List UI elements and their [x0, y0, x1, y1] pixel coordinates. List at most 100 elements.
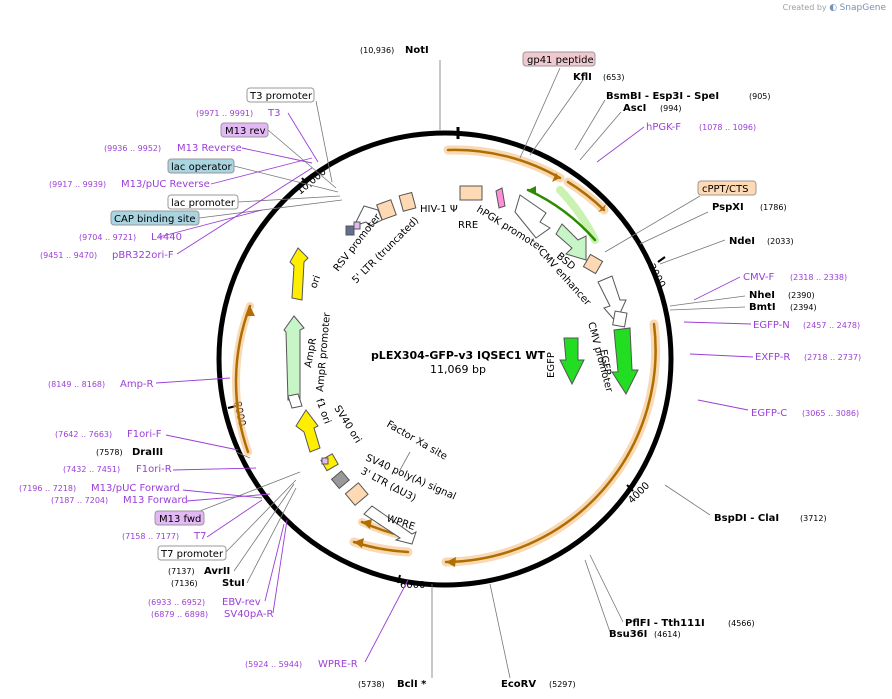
pspxi-name: PspXI: [712, 202, 744, 213]
tick-4000-mark: [626, 484, 634, 492]
arrowhead-2: [552, 173, 560, 182]
label-factorxa: Factor Xa site: [385, 419, 449, 463]
label-egfp-a: EGFP: [597, 349, 612, 376]
draiii-pos: (7578): [96, 448, 123, 457]
m13rev-box-label: M13 rev: [220, 122, 269, 138]
l4440-line: [158, 209, 263, 238]
exfpr-line: [689, 353, 754, 358]
avrii-name: AvrII: [204, 566, 230, 577]
arrowhead-6: [245, 306, 255, 316]
ebv-name: EBV-rev: [222, 597, 261, 608]
cap-text: CAP binding site: [114, 214, 196, 225]
ecorv-name: EcoRV: [501, 679, 536, 690]
ecorv-line: [489, 583, 511, 679]
bsu36i-line: [584, 559, 611, 633]
gp41-marker: [495, 187, 506, 209]
bsu36i-name: Bsu36I: [609, 629, 647, 640]
avrii-line: [233, 483, 295, 572]
label-ampr: AmpR: [303, 337, 319, 368]
egfpn-pos: (2457 .. 2478): [803, 321, 860, 330]
asci-pos: (994): [660, 104, 682, 113]
pflfi-pos: (4566): [728, 619, 755, 628]
m13rev-name: M13 Reverse: [177, 143, 242, 154]
arrowhead-1: [598, 204, 606, 212]
label-sv40ori: SV40 ori: [331, 404, 363, 446]
cmv-promoter-box: [612, 310, 628, 328]
backbone-ring: [216, 130, 674, 588]
wprer-name: WPRE-R: [318, 659, 358, 670]
egfpn-name: EGFP-N: [753, 320, 790, 331]
m13puc-pos: (9917 .. 9939): [49, 180, 106, 189]
m13fwd-line: [181, 471, 301, 519]
pspxi-line: [639, 211, 709, 245]
outer-arc-6: [234, 304, 252, 454]
m13f-line: [186, 493, 271, 502]
asci-name: AscI: [623, 103, 646, 114]
lacprom-text: lac promoter: [171, 198, 236, 209]
bcli-pos: (5738): [358, 680, 385, 689]
snapgene-name: SnapGene: [839, 3, 886, 13]
m13-rev-mark: [353, 221, 361, 230]
pflfi-line: [589, 554, 624, 623]
gp41-label: gp41 peptide: [522, 51, 596, 67]
factorxa-line: [399, 451, 411, 471]
hiv-psi-box: [398, 191, 417, 212]
avrii-pos: (7137): [168, 567, 195, 576]
rre-box: [459, 185, 483, 201]
lacop-label: lac operator: [167, 158, 235, 174]
exfpr-name: EXFP-R: [755, 352, 790, 363]
bsmbi-line: [574, 99, 606, 151]
m13f-name: M13 Forward: [123, 495, 188, 506]
arrowhead-5: [362, 519, 372, 529]
arrowhead-3: [446, 557, 456, 567]
bspdi-line: [664, 484, 711, 516]
outer-arc-1: [446, 148, 562, 180]
egfpn-line: [683, 321, 752, 325]
nhei-pos: (2390): [788, 291, 815, 300]
bsu36i-pos: (4614): [654, 630, 681, 639]
m13-fwd-mark: [321, 457, 329, 465]
cmv-enhancer-arrow: [597, 275, 627, 323]
arrowhead-4: [354, 538, 364, 548]
label-amprprom: AmpR promoter: [315, 311, 333, 392]
exfpr-pos: (2718 .. 2737): [804, 353, 861, 362]
m13rev-line: [267, 129, 337, 189]
egfpc-line: [697, 399, 749, 411]
noti-pos: (10,936): [360, 46, 394, 55]
cmvf-name: CMV-F: [743, 272, 774, 283]
ndei-line: [659, 239, 726, 265]
pbr-pos: (9451 .. 9470): [40, 251, 97, 260]
tick-10000: 10,000: [295, 166, 329, 197]
f1f-pos: (7642 .. 7663): [55, 430, 112, 439]
bspdi-name: BspDI - ClaI: [714, 513, 779, 524]
draiii-name: DraIII: [132, 447, 163, 458]
t3prom-label: T3 promoter: [246, 87, 315, 103]
m13rev-pos: (9936 .. 9952): [104, 144, 161, 153]
t7prom-label: T7 promoter: [157, 545, 227, 561]
hpgkf-pos: (1078 .. 1096): [699, 123, 756, 132]
t7prom-text: T7 promoter: [160, 549, 224, 560]
cppt-text: cPPT/CTS: [702, 184, 748, 195]
noti-name: NotI: [405, 45, 429, 56]
f1r-pos: (7432 .. 7451): [63, 465, 120, 474]
cap-line: [198, 199, 343, 219]
sv40-pa-box: [330, 470, 350, 490]
pbr-name: pBR322ori-F: [112, 250, 174, 261]
lacprom-line: [237, 195, 341, 203]
lac-operator-mark: [345, 225, 355, 236]
tick-10000-mark: [301, 177, 308, 185]
nhei-name: NheI: [749, 290, 775, 301]
egfp-arrow-left: [559, 337, 585, 386]
pbr-line: [176, 167, 313, 255]
cap-label: CAP binding site: [110, 210, 200, 226]
label-egfp-b: EGFP: [546, 352, 557, 378]
sv40r-name: SV40pA-R: [224, 609, 273, 620]
t7-line: [206, 499, 263, 538]
ndei-pos: (2033): [767, 237, 794, 246]
sv40r-pos: (6879 .. 6898): [151, 610, 208, 619]
tick-6000-mark: [397, 574, 401, 584]
sv40r-line: [272, 519, 288, 614]
created-by-text: Created by: [782, 3, 827, 12]
lacop-text: lac operator: [171, 162, 232, 173]
bmti-line: [669, 306, 746, 311]
